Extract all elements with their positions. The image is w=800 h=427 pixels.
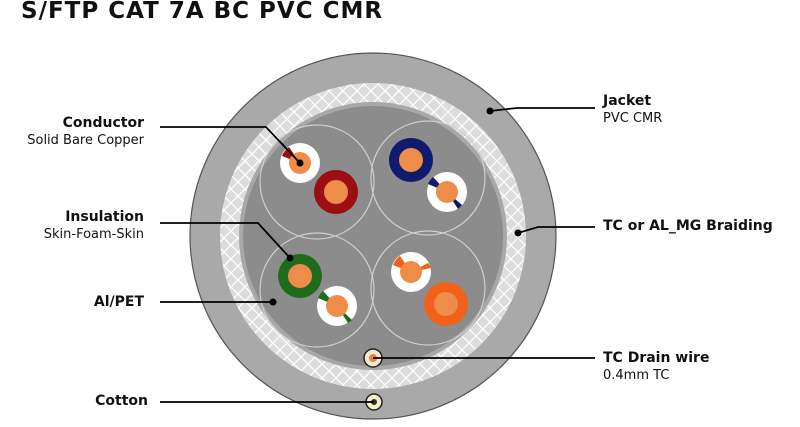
jacket-leader	[489, 107, 595, 112]
jacket-label: Jacket PVC CMR	[603, 93, 662, 127]
braiding-leader	[517, 226, 595, 234]
jacket-subtitle: PVC CMR	[603, 111, 663, 126]
insulation-leader	[160, 222, 291, 259]
pair-blue	[370, 120, 486, 236]
page-title: S/FTP CAT 7A BC PVC CMR	[21, 0, 384, 24]
conductor-label: Conductor Solid Bare Copper	[27, 115, 144, 149]
leader-dots	[269, 107, 522, 306]
braiding-title: TC or AL_MG Braiding	[603, 218, 773, 234]
insulation-title: Insulation	[65, 209, 144, 225]
drain-label: TC Drain wire 0.4mm TC	[603, 350, 709, 384]
conductor-title: Conductor	[62, 115, 144, 131]
cotton-label: Cotton	[95, 393, 148, 410]
leader-lines	[160, 107, 595, 403]
al-pet-title: Al/PET	[93, 294, 144, 310]
pair-green	[259, 232, 375, 348]
drain-title: TC Drain wire	[603, 350, 710, 366]
insulation-label: Insulation Skin-Foam-Skin	[44, 209, 144, 243]
al-pet-label: Al/PET	[94, 294, 144, 311]
conductor-subtitle: Solid Bare Copper	[27, 133, 144, 148]
braiding-label: TC or AL_MG Braiding	[603, 218, 773, 235]
jacket-title: Jacket	[603, 93, 652, 109]
pair-orange	[370, 230, 486, 346]
insulation-subtitle: Skin-Foam-Skin	[43, 227, 144, 242]
drain-subtitle: 0.4mm TC	[603, 368, 670, 383]
cotton-title: Cotton	[95, 393, 148, 409]
conductor-leader	[160, 126, 301, 164]
